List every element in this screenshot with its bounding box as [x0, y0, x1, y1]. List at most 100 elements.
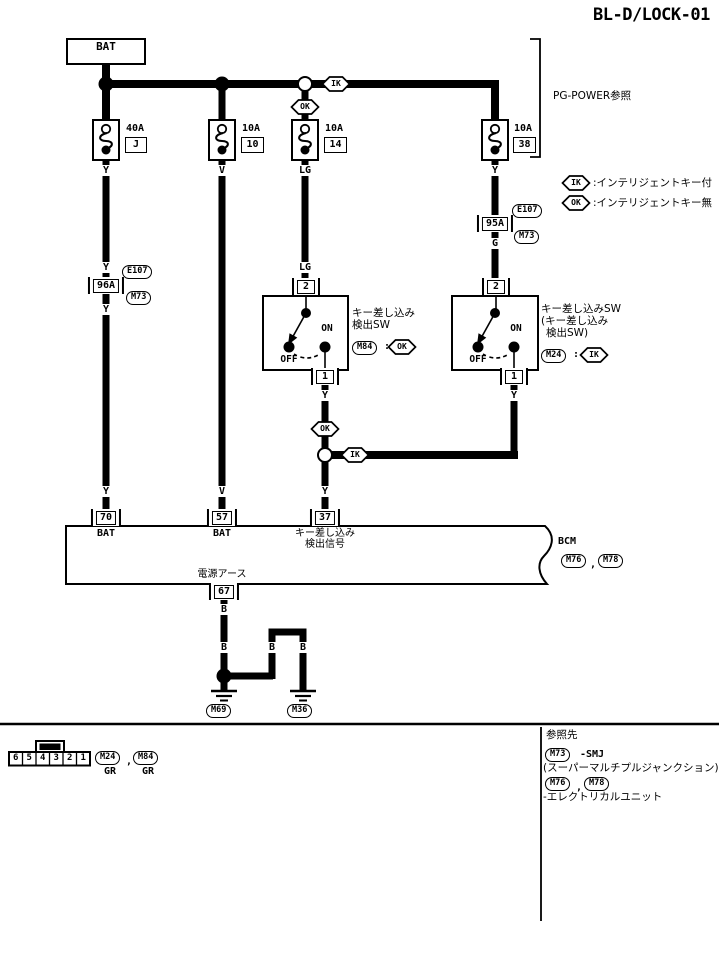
- bus-ik-flag-label: IK: [331, 79, 341, 88]
- wire-label-b: B: [266, 642, 278, 653]
- bcm-pin-57: 57: [206, 509, 238, 526]
- pinout-cell-3: 3: [53, 753, 59, 763]
- wire-label-g: G: [489, 238, 501, 249]
- fuse-symbol-3: [291, 119, 319, 161]
- switch-right-pin-bottom: 1: [500, 368, 528, 385]
- wire-label-y: Y: [319, 486, 331, 497]
- option-flags: [290, 76, 609, 463]
- flag-ok-bus: [290, 99, 320, 115]
- bcm-pin-70-label: BAT: [94, 528, 118, 539]
- reference-connector-m78: M78: [584, 777, 610, 791]
- pinout-cell-6: 6: [12, 753, 19, 763]
- open-circle-junctions: [297, 76, 333, 463]
- ground-symbol-m36: [290, 689, 316, 702]
- wire-label-y: Y: [489, 165, 501, 176]
- legend-ok-flag-label: OK: [571, 198, 581, 207]
- comma: ,: [576, 782, 583, 793]
- switch-right-on-label: ON: [509, 323, 523, 334]
- colon: :: [573, 349, 580, 360]
- wire-label-y: Y: [100, 165, 112, 176]
- bcm-pin-57-num: 57: [211, 510, 233, 525]
- bcm-pin-37: 37: [309, 509, 341, 526]
- flag-ok-mid: [310, 421, 340, 437]
- pinout-connector-m24: M24: [95, 751, 121, 765]
- reference-item1-note: (スーパーマルチプルジャンクション): [543, 762, 719, 774]
- connector-96a: 96A: [87, 277, 125, 294]
- connector-face-drawing: [8, 740, 91, 767]
- switch-right-name-line1: キー差し込みSW: [541, 303, 622, 315]
- wire-label-lg: LG: [296, 165, 314, 176]
- switch-right-pin-top: 2: [482, 278, 510, 295]
- connector-96a-id: 96A: [92, 278, 120, 293]
- switch-left-on-label: ON: [320, 323, 334, 334]
- fuse-symbol-1: [92, 119, 120, 161]
- switch-right-pin-top-num: 2: [487, 279, 505, 294]
- legend-ik-text: :インテリジェントキー付: [593, 177, 713, 189]
- ground-symbol-m69: [211, 689, 237, 702]
- wire-label-y: Y: [100, 304, 112, 315]
- fuse-1-id: J: [125, 137, 147, 153]
- flag-ik-switch-right: [579, 347, 609, 363]
- reference-connector-m73: M73: [545, 748, 571, 762]
- wire-label-lg: LG: [296, 262, 314, 273]
- wire-label-y: Y: [100, 486, 112, 497]
- bcm-pin-67-num: 67: [213, 584, 235, 599]
- bcm-pin-70: 70: [90, 509, 122, 526]
- ground-connector-m69: M69: [206, 704, 232, 718]
- bcm-pin-37-label-line2: 検出信号: [305, 539, 345, 550]
- bus-ok-flag-label: OK: [300, 102, 310, 111]
- pinout-connector-m84: M84: [133, 751, 159, 765]
- switch-left-name-line1: キー差し込み: [352, 307, 415, 319]
- legend-ok-text: :インテリジェントキー無: [593, 197, 713, 209]
- bcm-pin-37-num: 37: [314, 510, 336, 525]
- switch-left-pin-bottom-num: 1: [316, 369, 334, 384]
- switch-left-variant-flag-label: OK: [397, 342, 407, 351]
- bcm-box: [65, 525, 553, 585]
- switch-left-symbol: [262, 294, 349, 371]
- switch-right-symbol: [451, 294, 539, 371]
- pinout-cell-4: 4: [39, 753, 46, 763]
- reference-item1-text: -SMJ: [580, 749, 605, 760]
- bcm-connector-m76: M76: [561, 554, 587, 568]
- mid-ok-flag-label: OK: [320, 424, 330, 433]
- bcm-pin-37-label-line1: キー差し込み: [295, 528, 355, 539]
- fuse-3-amp: 10A: [325, 123, 344, 134]
- connector-ref-e107: E107: [122, 265, 153, 279]
- bcm-ground-pin-label: 電源アース: [197, 569, 247, 580]
- diagram-title: BL-D/LOCK-01: [593, 5, 710, 25]
- fuse-4-id: 38: [513, 137, 536, 153]
- fuse-2-id: 10: [241, 137, 264, 153]
- reference-connector-m76: M76: [545, 777, 571, 791]
- connector-ref-e107: E107: [512, 204, 543, 218]
- pinout-cell-2: 2: [66, 753, 73, 763]
- wire-label-y: Y: [508, 390, 520, 401]
- fuse-symbol-4: [481, 119, 509, 161]
- pinout-wire-color-2: GR: [141, 766, 155, 777]
- switch-right-name-line3: 検出SW): [546, 327, 589, 339]
- fuse-2-amp: 10A: [242, 123, 261, 134]
- bcm-connector-m78: M78: [598, 554, 624, 568]
- pg-power-bracket: [530, 38, 541, 158]
- reference-heading: 参照先: [546, 729, 578, 741]
- connector-ref-m73: M73: [514, 230, 540, 244]
- connector-95a: 95A: [476, 215, 514, 232]
- switch-right-connector: M24: [541, 349, 567, 363]
- reference-item2-text: -エレクトリカルユニット: [543, 791, 663, 803]
- bcm-pin-67: 67: [208, 583, 240, 600]
- connector-95a-id: 95A: [481, 216, 509, 231]
- switch-right-name-line2: (キー差し込み: [541, 315, 609, 327]
- wire-label-b: B: [218, 604, 230, 615]
- battery-box: BAT: [66, 38, 146, 65]
- wire-label-y: Y: [319, 390, 331, 401]
- switch-left-off-label: OFF: [279, 354, 299, 365]
- legend-ik-flag-label: IK: [571, 178, 581, 187]
- flag-ik-bus: [321, 76, 351, 92]
- bcm-name: BCM: [558, 536, 577, 547]
- fuse-symbols: [92, 119, 509, 161]
- fuse-3-id: 14: [324, 137, 347, 153]
- wire-label-v: V: [216, 486, 228, 497]
- bcm-pin-57-label: BAT: [210, 528, 234, 539]
- bcm-pin-70-num: 70: [95, 510, 117, 525]
- wire-label-b: B: [218, 642, 230, 653]
- pinout-wire-color-1: GR: [103, 766, 117, 777]
